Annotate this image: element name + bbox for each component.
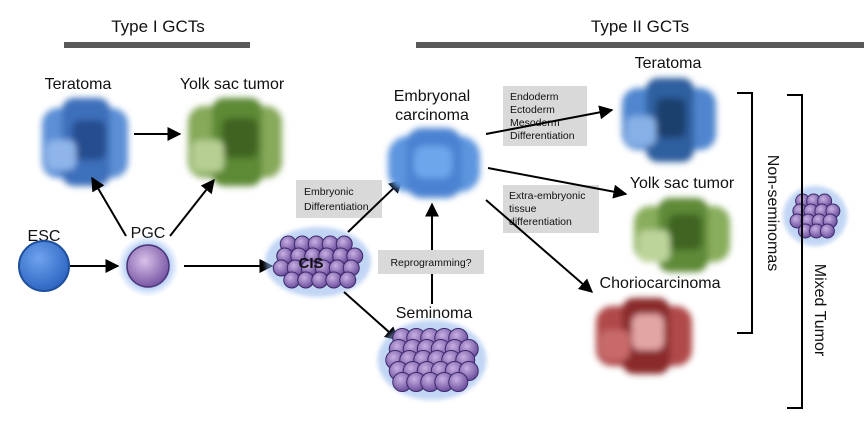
seminoma-cell-cluster-icon: [377, 320, 487, 400]
arrow-embryonal-to-yolk-sac: [487, 167, 628, 199]
mixed-tumor-cell-cluster-icon: [783, 186, 847, 246]
extra-embryonic-line-1: Extra-embryonic: [509, 190, 585, 202]
embryonic-differentiation-box: Embryonic Differentiation: [296, 180, 382, 218]
embryonic-line-2: Differentiation: [304, 201, 369, 213]
cell: [339, 271, 357, 289]
teratoma-type1-label: Teratoma: [45, 76, 112, 93]
arrow-pgc-to-teratoma: [91, 176, 127, 237]
cis-cell-cluster-icon: [265, 227, 371, 297]
germ-layer-line-4: Differentiation: [510, 130, 575, 142]
reprogramming-box: Reprogramming?: [378, 250, 484, 274]
mixed-tumor-bracket: [787, 94, 803, 409]
cell: [819, 223, 835, 239]
cell: [448, 372, 469, 392]
type1-heading: Type I GCTs: [111, 17, 205, 36]
germ-layer-line-2: Ectoderm: [510, 104, 555, 116]
embryonic-line-1: Embryonic: [304, 186, 354, 198]
yolk-sac-type1-icon: [188, 98, 282, 186]
extra-embryonic-line-3: differentiation: [509, 216, 572, 228]
esc-label: ESC: [28, 228, 61, 245]
type2-heading-bar: [416, 42, 864, 48]
embryonal-carcinoma-label-1: Embryonal: [394, 88, 470, 105]
yolk-sac-type2-label: Yolk sac tumor: [630, 175, 735, 192]
teratoma-type2-label: Teratoma: [635, 55, 702, 72]
arrow-pgc-to-yolk-sac: [169, 178, 215, 237]
non-seminomas-label: Non-seminomas: [764, 155, 781, 271]
arrow-embryonal-to-choriocarcinoma: [485, 199, 594, 293]
reprogramming-text: Reprogramming?: [390, 257, 471, 269]
germ-layer-line-3: Mesoderm: [510, 117, 560, 129]
non-seminomas-bracket: [737, 92, 753, 334]
yolk-sac-type2-icon: [634, 198, 730, 272]
mixed-tumor-label: Mixed Tumor: [811, 264, 828, 357]
cis-label: CIS: [298, 255, 323, 272]
teratoma-type1-icon: [42, 98, 128, 186]
type1-heading-bar: [64, 42, 250, 48]
choriocarcinoma-icon: [596, 298, 692, 374]
extra-embryonic-differentiation-box: Extra-embryonic tissue differentiation: [503, 185, 599, 233]
pgc-cell-icon: [117, 235, 179, 297]
arrow-embryonal-to-teratoma: [485, 105, 614, 135]
seminoma-label: Seminoma: [396, 305, 473, 322]
arrow-cis-to-seminoma: [343, 291, 400, 341]
embryonal-carcinoma-icon: [388, 128, 480, 198]
yolk-sac-type1-label: Yolk sac tumor: [180, 76, 285, 93]
extra-embryonic-line-2: tissue: [509, 203, 537, 215]
choriocarcinoma-label: Choriocarcinoma: [600, 275, 721, 292]
embryonal-carcinoma-label-2: carcinoma: [395, 107, 469, 124]
germ-layer-line-1: Endoderm: [510, 91, 559, 103]
arrow-cis-to-embryonal: [347, 179, 404, 233]
type2-heading: Type II GCTs: [591, 17, 689, 36]
germ-layer-differentiation-box: Endoderm Ectoderm Mesoderm Differentiati…: [503, 86, 587, 146]
esc-cell-icon: [18, 240, 70, 292]
teratoma-type2-icon: [622, 78, 716, 162]
